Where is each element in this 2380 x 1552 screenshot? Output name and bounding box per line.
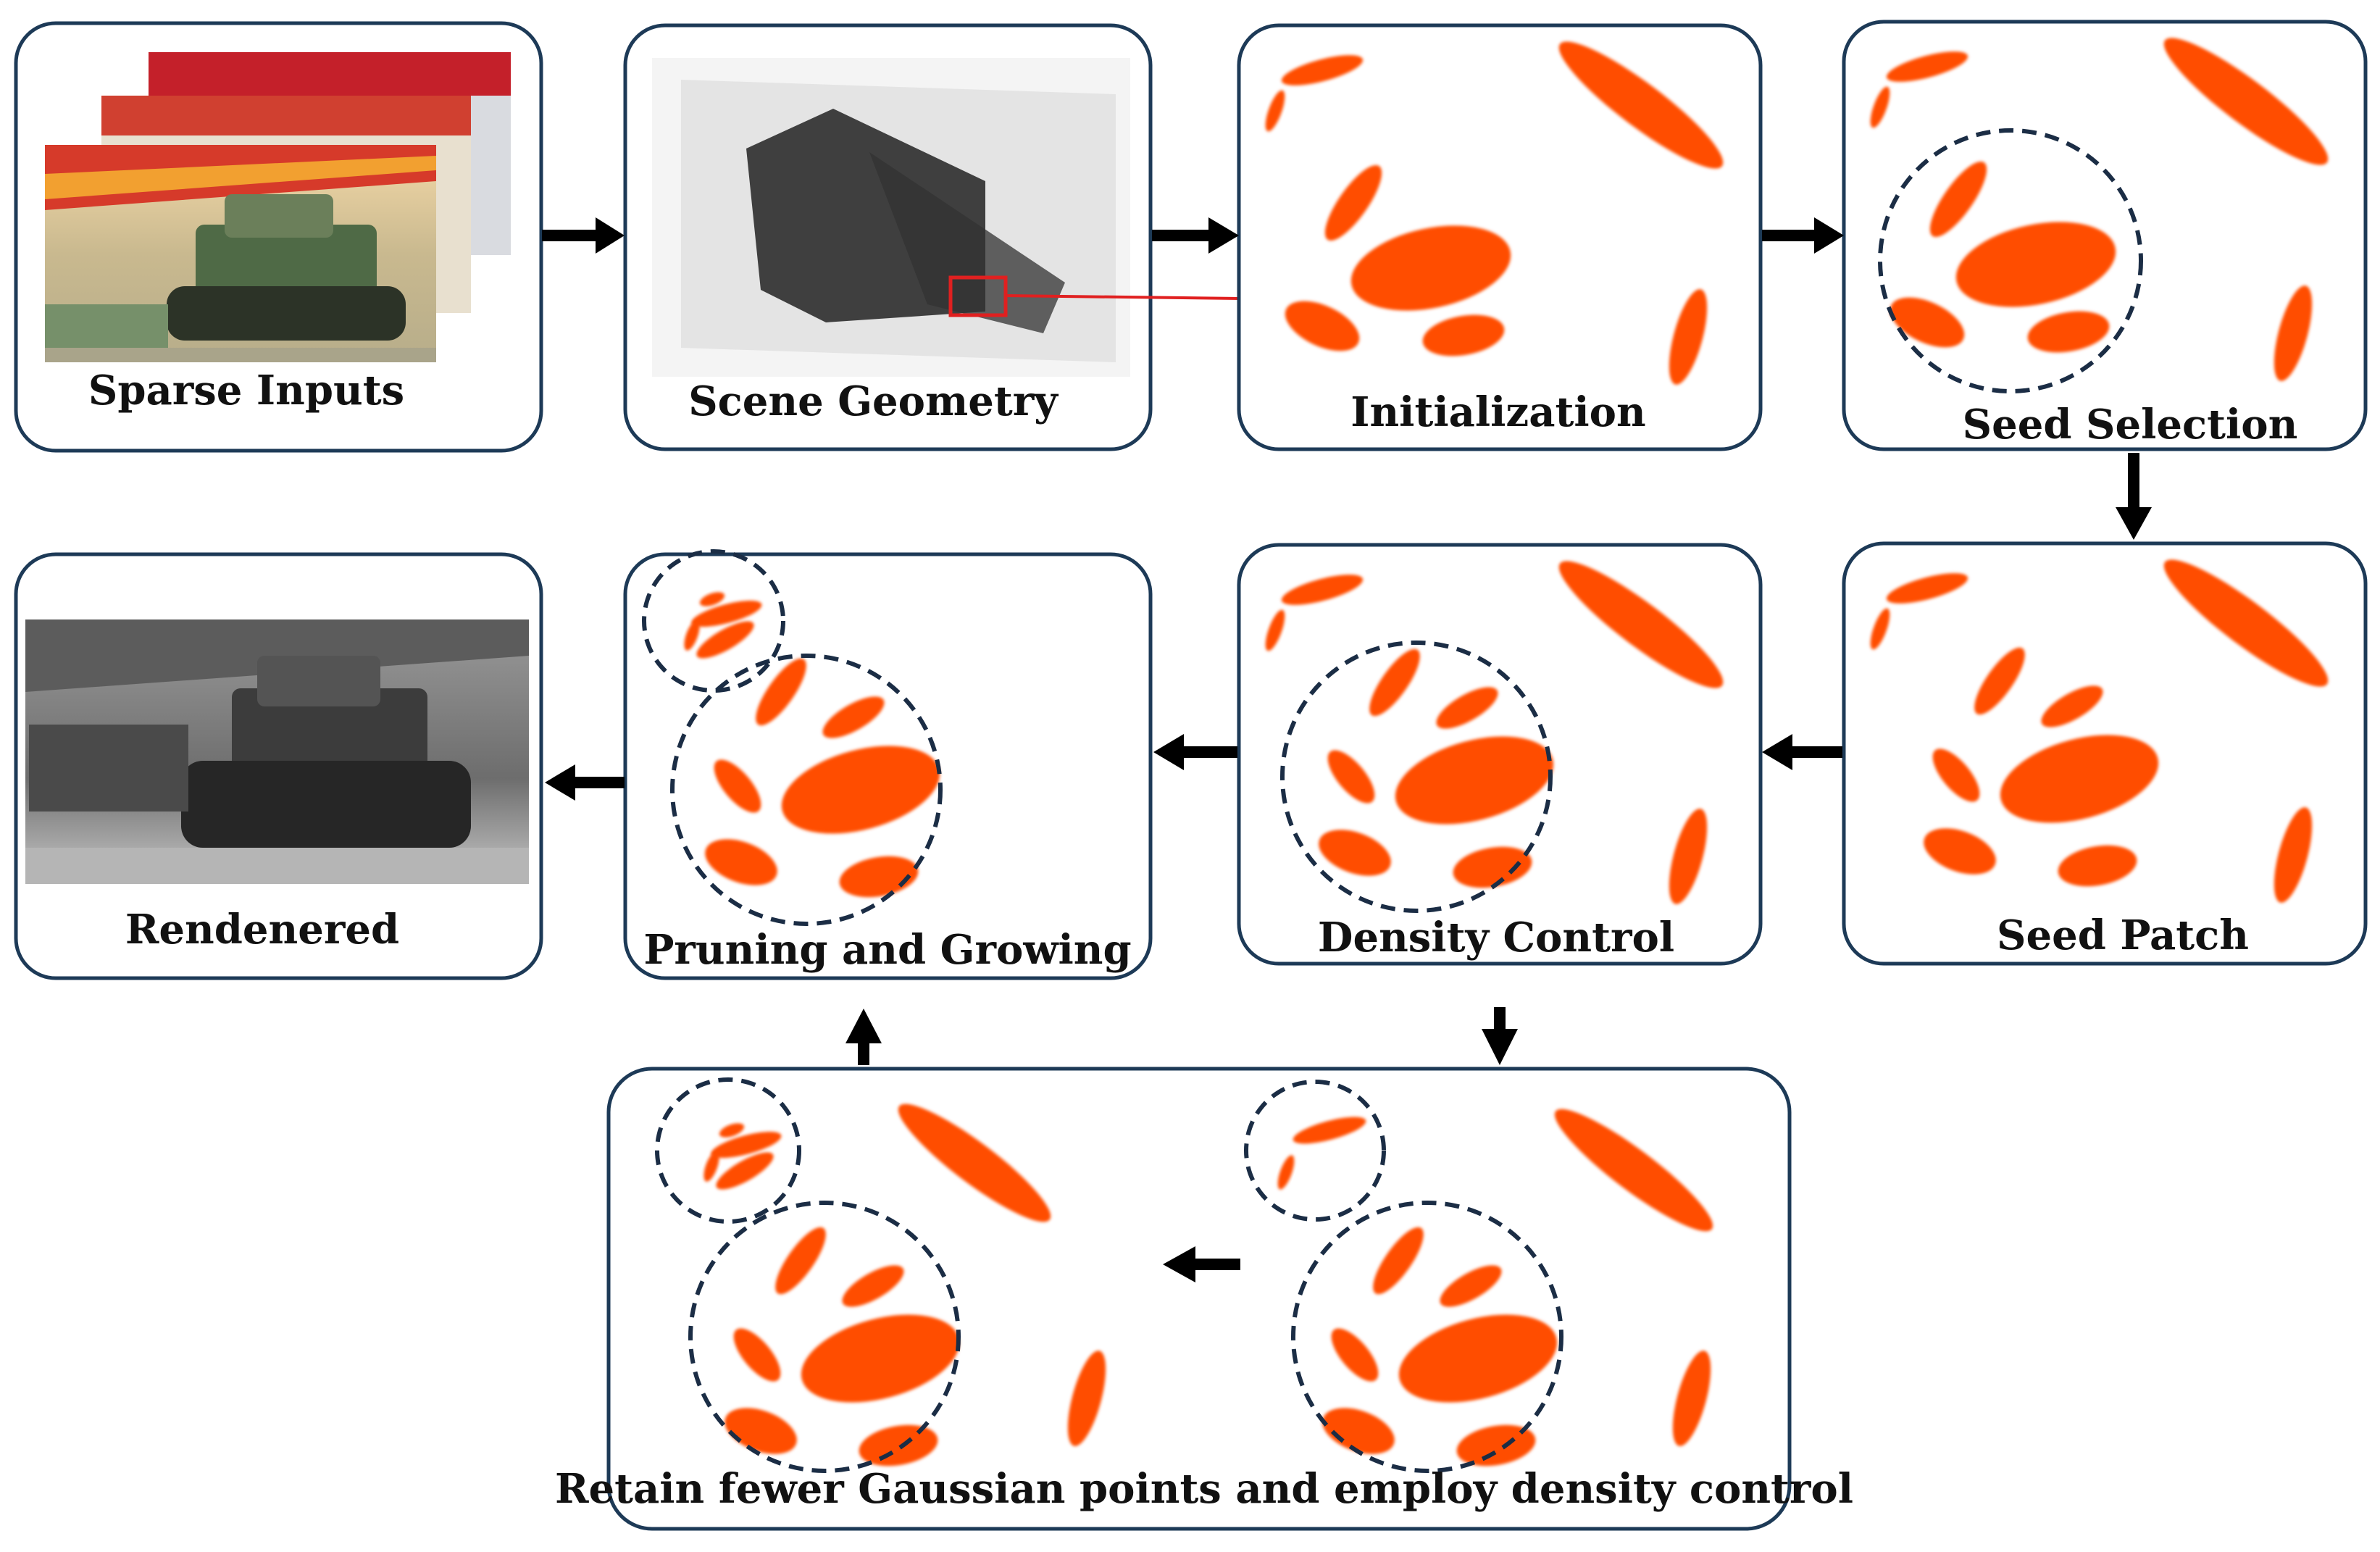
arrow-init-to-seed-selection bbox=[1762, 217, 1844, 254]
retain-left-circle-small bbox=[655, 1077, 801, 1224]
arrow-inputs-to-geometry bbox=[542, 217, 625, 254]
rendered-image bbox=[25, 619, 529, 884]
arrow-retain-internal bbox=[1163, 1246, 1240, 1282]
node-seed-selection: Seed Selection bbox=[1842, 20, 2368, 451]
pruning-circle-large bbox=[670, 654, 943, 926]
label-rendered: Rendenered bbox=[125, 906, 399, 954]
arrow-geometry-to-init bbox=[1152, 217, 1239, 254]
retain-right-circle-large bbox=[1291, 1201, 1563, 1473]
retain-left-circle-large bbox=[688, 1201, 961, 1473]
input-image-stack bbox=[45, 52, 511, 362]
label-initialization: Initialization bbox=[1350, 388, 1645, 436]
node-scene-geometry: Scene Geometry bbox=[623, 23, 1153, 451]
retain-right-circle-small bbox=[1244, 1080, 1386, 1222]
node-seed-patch: Seed Patch bbox=[1842, 541, 2368, 966]
node-initialization: Initialization bbox=[1237, 23, 1763, 451]
seed-circle bbox=[1878, 128, 2143, 393]
label-seed-selection: Seed Selection bbox=[1963, 401, 2298, 449]
density-circle bbox=[1280, 641, 1553, 913]
label-retain: Retain fewer Gaussian points and employ … bbox=[555, 1465, 1853, 1513]
node-sparse-inputs: Sparse Inputs bbox=[14, 21, 543, 453]
label-pruning-growing: Pruning and Growing bbox=[643, 926, 1131, 974]
arrow-density-to-pruning bbox=[1153, 734, 1237, 770]
arrow-pruning-to-rendered bbox=[545, 764, 625, 801]
arrow-retain-to-pruning bbox=[845, 1009, 882, 1065]
node-density-control: Density Control bbox=[1237, 543, 1763, 966]
arrow-density-to-retain bbox=[1482, 1007, 1518, 1065]
node-rendered: Rendenered bbox=[14, 552, 543, 980]
arrow-seed-selection-to-patch bbox=[2116, 453, 2152, 540]
label-seed-patch: Seed Patch bbox=[1997, 911, 2249, 959]
zoom-link-line bbox=[1005, 294, 1241, 300]
node-retain: Retain fewer Gaussian points and employ … bbox=[555, 1067, 1853, 1531]
arrow-patch-to-density bbox=[1762, 734, 1842, 770]
label-sparse-inputs: Sparse Inputs bbox=[88, 367, 404, 414]
label-density-control: Density Control bbox=[1318, 914, 1674, 961]
node-pruning-growing: Pruning and Growing bbox=[623, 549, 1153, 980]
point-cloud bbox=[652, 58, 1130, 377]
pruning-circle-small bbox=[642, 549, 785, 693]
label-scene-geometry: Scene Geometry bbox=[688, 377, 1059, 425]
